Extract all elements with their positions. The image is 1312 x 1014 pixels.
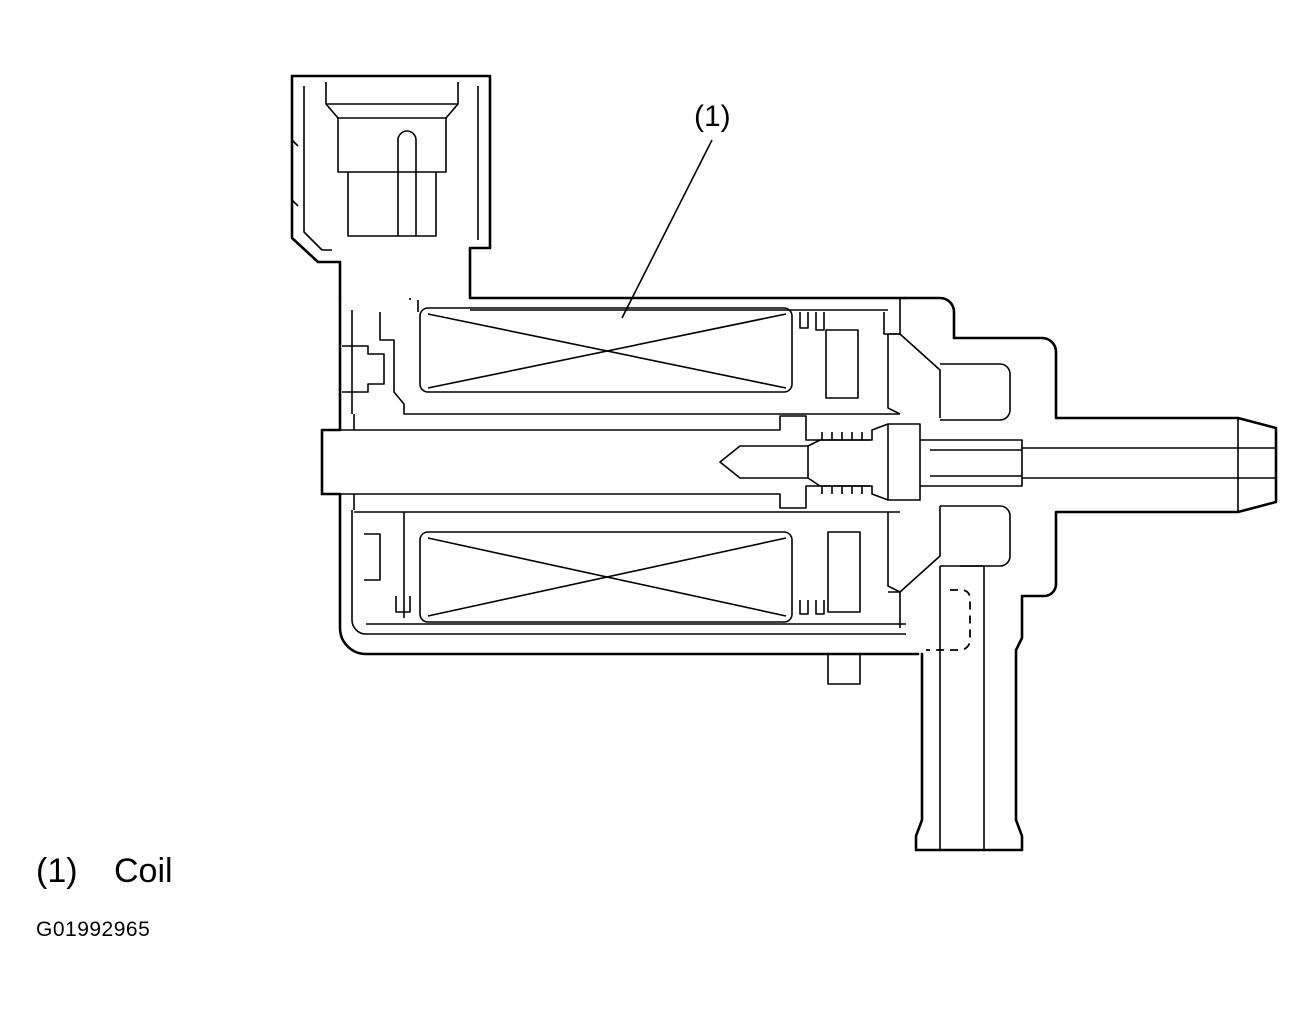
callout-label: (1) <box>694 100 731 133</box>
connector-housing <box>290 74 907 300</box>
upper-bobbin <box>342 298 900 415</box>
callout-leader-line <box>621 139 713 319</box>
legend: (1) Coil <box>36 852 173 891</box>
legend-number: (1) <box>36 852 78 890</box>
coil-winding-lower <box>419 531 793 623</box>
valve-body <box>320 296 1278 852</box>
side-outlet-pipe <box>1022 418 1276 512</box>
coil-winding-upper <box>419 307 793 393</box>
plunger-core <box>340 414 889 510</box>
lower-bobbin <box>354 511 906 685</box>
valve-seat <box>887 298 1023 628</box>
bottom-outlet-pipe <box>926 565 985 850</box>
figure-id: G01992965 <box>36 918 151 941</box>
legend-name: Coil <box>114 852 173 890</box>
